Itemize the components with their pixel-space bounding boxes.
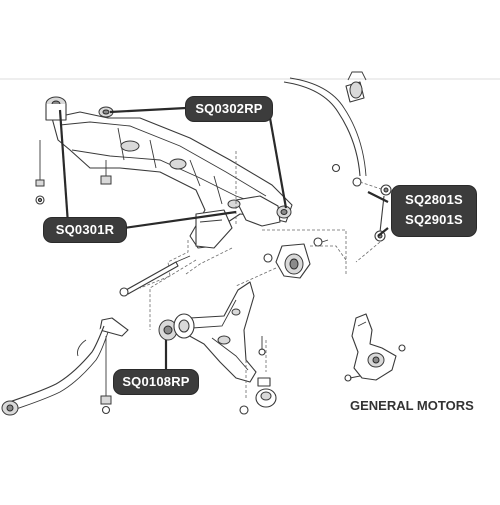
label-rear-bushing-text: SQ0301R (55, 222, 115, 237)
leader-rear-bushing-1 (58, 109, 70, 225)
right-bushing-part (227, 199, 292, 219)
label-stabilizer-link-2-text: SQ2901S (405, 212, 463, 227)
front-stabilizer-left (1, 317, 129, 416)
label-front-bushing: SQ0302RP (186, 97, 272, 121)
leader-link-1 (367, 191, 389, 203)
label-stabilizer-links: SQ2801S SQ2901S (392, 186, 476, 236)
steering-knuckle (344, 313, 406, 382)
label-rear-bushing: SQ0301R (44, 218, 126, 242)
front-bushing-part (98, 106, 114, 185)
label-leaders (58, 106, 389, 372)
rear-bushing-part (35, 96, 67, 205)
leader-rear-bushing-2 (123, 210, 237, 230)
control-arm-bushing-part (158, 313, 195, 341)
alignment-lines (139, 150, 347, 398)
label-control-arm-bushing: SQ0108RP (114, 370, 198, 394)
label-stabilizer-link-1-text: SQ2801S (405, 192, 463, 207)
stabilizer-bar (283, 71, 367, 187)
leader-front-bushing-1 (109, 106, 187, 114)
brand-text: GENERAL MOTORS (350, 398, 474, 413)
ball-joint (239, 336, 277, 415)
label-control-arm-bushing-text: SQ0108RP (122, 374, 190, 389)
leader-link-2 (377, 227, 389, 237)
long-bolt (119, 255, 191, 297)
control-arm-rear-bushing (263, 237, 329, 279)
leader-front-bushing-2 (268, 117, 288, 209)
label-front-bushing-text: SQ0302RP (195, 101, 263, 116)
subframe (51, 111, 293, 249)
